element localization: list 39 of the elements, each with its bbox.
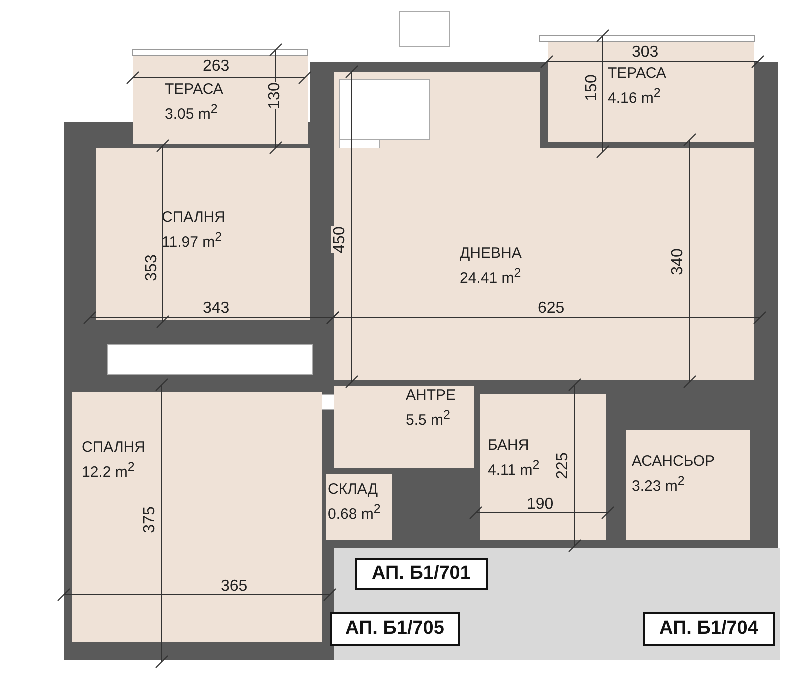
apartment-number: АП. Б1/701: [372, 563, 471, 585]
room-area: 5.5 m$^{2}$: [406, 406, 450, 430]
apartment-number: АП. Б1/705: [346, 618, 444, 640]
room-floor: [334, 148, 754, 380]
room-floor: [626, 430, 750, 540]
room-floor: [548, 42, 754, 142]
room-area: 4.16 m$^{2}$: [608, 84, 661, 108]
room-floor: [480, 394, 606, 540]
room-floor: [133, 56, 308, 144]
room-name: АНТРЕ: [406, 386, 456, 405]
dimension-label: 190: [527, 496, 554, 514]
room-area: 4.11 m$^{2}$: [488, 456, 540, 480]
dimension-label: 343: [203, 300, 230, 318]
room-area: 3.05 m$^{2}$: [165, 100, 218, 124]
room-floor: [72, 392, 322, 642]
room-name: СПАЛНЯ: [162, 208, 226, 227]
room-name: ТЕРАСА: [165, 80, 224, 99]
room-area: 3.23 m$^{2}$: [632, 472, 685, 496]
dimension-label: 303: [632, 44, 659, 62]
room-area: 12.2 m$^{2}$: [82, 458, 135, 482]
room-name: ДНЕВНА: [460, 244, 522, 263]
dimension-label: 625: [538, 300, 565, 318]
room-area: 0.68 m$^{2}$: [328, 500, 381, 524]
room-name: ТЕРАСА: [608, 64, 666, 83]
apartment-tag: [643, 612, 775, 646]
apartment-tag: [330, 612, 460, 646]
room-name: АСАНСЬОР: [632, 452, 716, 471]
room-area: 24.41 m$^{2}$: [460, 264, 522, 288]
room-floor: [96, 148, 310, 320]
apartment-number: АП. Б1/704: [660, 618, 758, 640]
room-name: СКЛАД: [328, 480, 378, 499]
room-name: СПАЛНЯ: [82, 438, 146, 457]
apartment-tag: [355, 558, 488, 590]
room-floor: [326, 474, 392, 540]
dimension-label: 365: [221, 578, 248, 596]
room-floor: [334, 386, 474, 468]
room-area: 11.97 m$^{2}$: [162, 228, 222, 252]
dimension-label: 263: [203, 58, 230, 76]
room-name: БАНЯ: [488, 436, 530, 455]
